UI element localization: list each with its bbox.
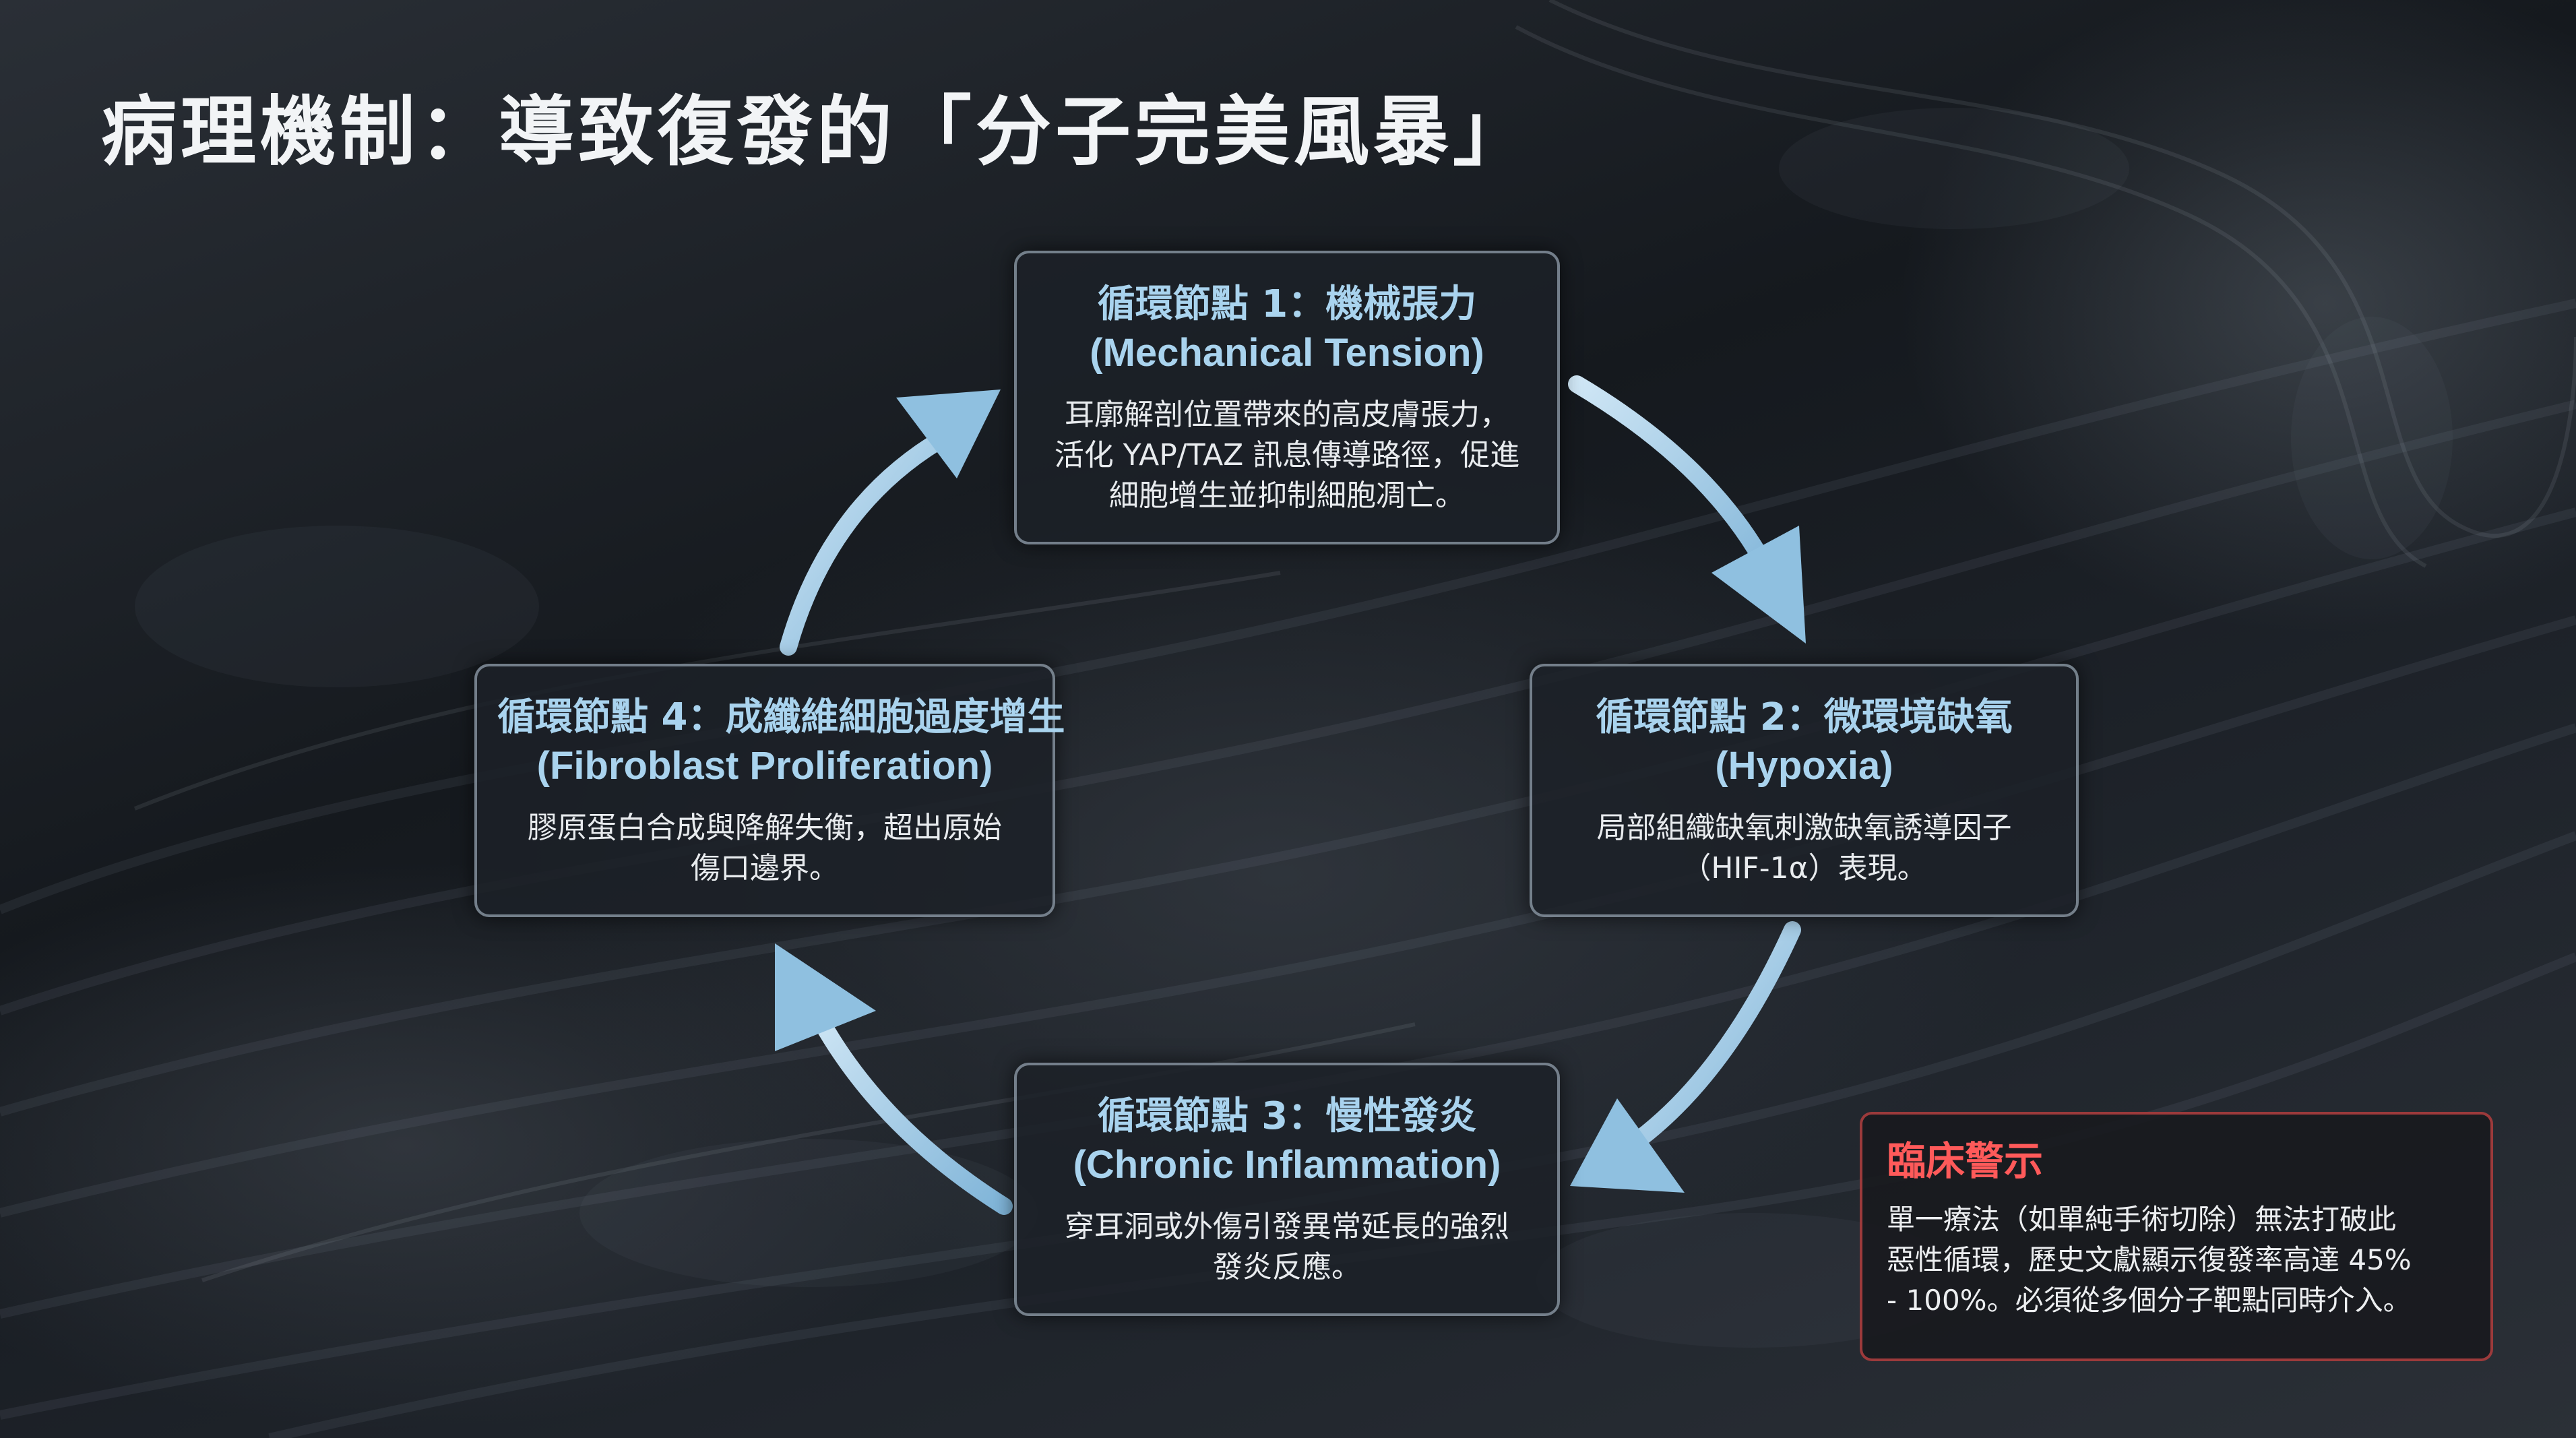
node-description-line: 局部組織缺氧刺激缺氧誘導因子 [1596,811,2012,845]
node-description: 穿耳洞或外傷引發異常延長的強烈 發炎反應。 [1037,1207,1537,1288]
node-description-line: 膠原蛋白合成與降解失衡，超出原始 [528,811,1002,845]
warning-body-line: 惡性循環，歷史文獻顯示復發率高達 45% [1887,1243,2412,1276]
node-subheading: (Chronic Inflammation) [1073,1143,1501,1187]
node-subheading: (Hypoxia) [1715,744,1893,788]
node-heading: 循環節點 3：慢性發炎 [1097,1094,1477,1138]
warning-title: 臨床警示 [1887,1138,2044,1184]
cycle-node-chronic-inflammation: 循環節點 3：慢性發炎 (Chronic Inflammation) 穿耳洞或外… [1014,1063,1560,1316]
warning-body-line: - 100%。必須從多個分子靶點同時介入。 [1887,1284,2412,1317]
arrow-node2-to-node3 [1570,921,1801,1193]
cycle-node-fibroblast-proliferation: 循環節點 4：成纖維細胞過度增生 (Fibroblast Proliferati… [474,664,1065,917]
node-heading: 循環節點 1：機械張力 [1097,282,1477,326]
node-description: 局部組織缺氧刺激缺氧誘導因子 （HIF-1α）表現。 [1552,808,2056,889]
node-description: 膠原蛋白合成與降解失衡，超出原始 傷口邊界。 [497,808,1032,889]
cycle-node-hypoxia: 循環節點 2：微環境缺氧 (Hypoxia) 局部組織缺氧刺激缺氧誘導因子 （H… [1530,664,2079,917]
node-description-line: 活化 YAP/TAZ 訊息傳導路徑，促進 [1054,438,1520,472]
warning-body-line: 單一療法（如單純手術切除）無法打破此 [1887,1203,2397,1236]
node-description-line: 發炎反應。 [1213,1250,1361,1284]
node-description-line: 穿耳洞或外傷引發異常延長的強烈 [1065,1210,1509,1244]
node-heading: 循環節點 4：成纖維細胞過度增生 [497,695,1065,739]
node-heading: 循環節點 2：微環境缺氧 [1596,695,2013,739]
node-subheading: (Fibroblast Proliferation) [536,744,993,788]
node-subheading: (Mechanical Tension) [1090,331,1484,375]
arrow-node1-to-node2 [1568,375,1806,644]
clinical-warning-box: 臨床警示 單一療法（如單純手術切除）無法打破此 惡性循環，歷史文獻顯示復發率高達… [1860,1112,2493,1361]
page-title: 病理機制：導致復發的「分子完美風暴」 [101,88,1532,176]
node-description-line: 耳廓解剖位置帶來的高皮膚張力， [1065,398,1509,432]
node-description: 耳廓解剖位置帶來的高皮膚張力， 活化 YAP/TAZ 訊息傳導路徑，促進 細胞增… [1037,395,1537,516]
node-description-line: （HIF-1α）表現。 [1681,851,1927,885]
warning-body: 單一療法（如單純手術切除）無法打破此 惡性循環，歷史文獻顯示復發率高達 45% … [1887,1199,2466,1321]
cycle-node-mechanical-tension: 循環節點 1：機械張力 (Mechanical Tension) 耳廓解剖位置帶… [1014,251,1560,544]
arrow-node4-to-node1 [780,389,1001,656]
node-description-line: 細胞增生並抑制細胞凋亡。 [1109,478,1465,513]
arrow-node3-to-node4 [775,943,1013,1215]
node-description-line: 傷口邊界。 [691,851,839,885]
